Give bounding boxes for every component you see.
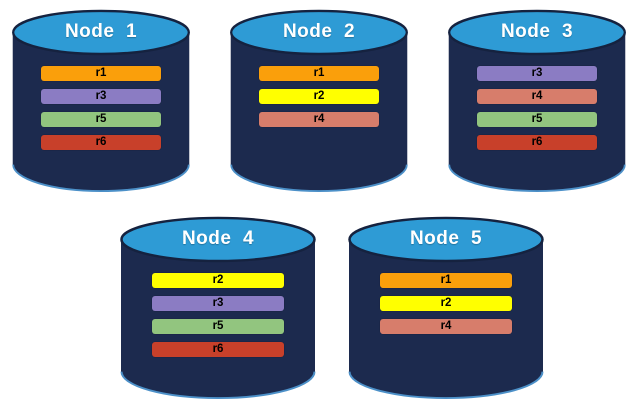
replica-bar-r6: r6 xyxy=(152,342,284,357)
replica-bar-r5: r5 xyxy=(152,319,284,334)
node-title: Node 4 xyxy=(181,228,255,249)
db-node-2: Node 2 r1 r2 r4 xyxy=(228,8,410,194)
replica-bar-r3: r3 xyxy=(152,296,284,311)
replica-bar-r2: r2 xyxy=(258,89,380,104)
replica-list: r2 r3 r5 r6 xyxy=(152,273,284,357)
replica-bar-r4: r4 xyxy=(380,319,512,334)
replica-bar-r4: r4 xyxy=(258,112,380,127)
replica-bar-r3: r3 xyxy=(40,89,162,104)
db-node-4: Node 4 r2 r3 r5 r6 xyxy=(118,215,318,401)
node-title: Node 3 xyxy=(500,21,574,42)
replica-list: r1 r2 r4 xyxy=(258,66,380,127)
db-node-1: Node 1 r1 r3 r5 r6 xyxy=(10,8,192,194)
node-title: Node 1 xyxy=(64,21,138,42)
replica-bar-r3: r3 xyxy=(476,66,598,81)
replica-bar-r1: r1 xyxy=(258,66,380,81)
db-node-5: Node 5 r1 r2 r4 xyxy=(346,215,546,401)
node-title: Node 2 xyxy=(282,21,356,42)
node-row-bottom: Node 4 r2 r3 r5 r6 Node 5 r1 r2 r4 xyxy=(13,215,638,401)
db-node-3: Node 3 r3 r4 r5 r6 xyxy=(446,8,628,194)
replica-bar-r2: r2 xyxy=(152,273,284,288)
replica-bar-r6: r6 xyxy=(40,135,162,150)
replica-bar-r1: r1 xyxy=(380,273,512,288)
replica-bar-r4: r4 xyxy=(476,89,598,104)
replica-bar-r5: r5 xyxy=(40,112,162,127)
replica-bar-r1: r1 xyxy=(40,66,162,81)
replica-list: r1 r3 r5 r6 xyxy=(40,66,162,150)
replica-list: r1 r2 r4 xyxy=(380,273,512,334)
replica-bar-r5: r5 xyxy=(476,112,598,127)
replica-bar-r2: r2 xyxy=(380,296,512,311)
replica-list: r3 r4 r5 r6 xyxy=(476,66,598,150)
node-title: Node 5 xyxy=(409,228,483,249)
replica-bar-r6: r6 xyxy=(476,135,598,150)
